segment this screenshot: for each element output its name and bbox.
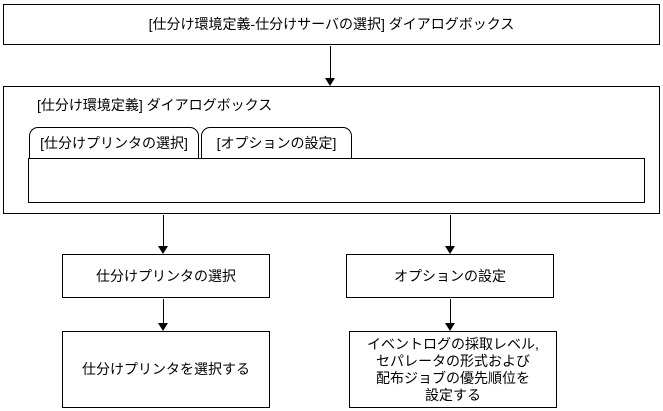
arrow-line bbox=[450, 215, 451, 246]
option-settings-action-box: イベントログの採取レベル, セパレータの形式および 配布ジョブの優先順位を 設定… bbox=[349, 331, 557, 408]
arrow-line bbox=[163, 299, 164, 323]
tab-option-settings-label: [オプションの設定] bbox=[216, 135, 337, 151]
option-settings-action-line-3: 配布ジョブの優先順位を bbox=[376, 369, 530, 386]
main-dialog-box: [仕分け環境定義] ダイアログボックス [仕分けプリンタの選択] [オプションの… bbox=[3, 86, 660, 214]
top-dialog-box: [仕分け環境定義-仕分けサーバの選択] ダイアログボックス bbox=[3, 4, 660, 45]
option-settings-action-line-2: セパレータの形式および bbox=[376, 352, 530, 369]
printer-selection-step-label: 仕分けプリンタの選択 bbox=[96, 267, 236, 284]
printer-selection-action-box: 仕分けプリンタを選択する bbox=[62, 331, 270, 408]
printer-selection-action-label: 仕分けプリンタを選択する bbox=[82, 361, 250, 377]
option-settings-step-label: オプションの設定 bbox=[394, 267, 506, 284]
arrow-down-icon bbox=[445, 323, 455, 331]
option-settings-step-box: オプションの設定 bbox=[346, 254, 554, 298]
arrow-down-icon bbox=[325, 78, 335, 86]
option-settings-action-line-4: 設定する bbox=[425, 386, 481, 403]
main-dialog-box-label: [仕分け環境定義] ダイアログボックス bbox=[37, 97, 273, 113]
arrow-line bbox=[450, 299, 451, 323]
tab-printer-selection-label: [仕分けプリンタの選択] bbox=[40, 135, 188, 151]
arrow-line bbox=[330, 46, 331, 78]
tab-option-settings: [オプションの設定] bbox=[201, 127, 352, 158]
arrow-down-icon bbox=[158, 323, 168, 331]
arrow-down-icon bbox=[158, 246, 168, 254]
tab-content-area bbox=[28, 158, 645, 203]
top-dialog-box-label: [仕分け環境定義-仕分けサーバの選択] ダイアログボックス bbox=[148, 16, 515, 32]
option-settings-action-line-1: イベントログの採取レベル, bbox=[367, 335, 539, 352]
arrow-line bbox=[163, 215, 164, 246]
arrow-down-icon bbox=[445, 246, 455, 254]
tab-printer-selection: [仕分けプリンタの選択] bbox=[29, 127, 199, 158]
printer-selection-step-box: 仕分けプリンタの選択 bbox=[62, 254, 270, 298]
